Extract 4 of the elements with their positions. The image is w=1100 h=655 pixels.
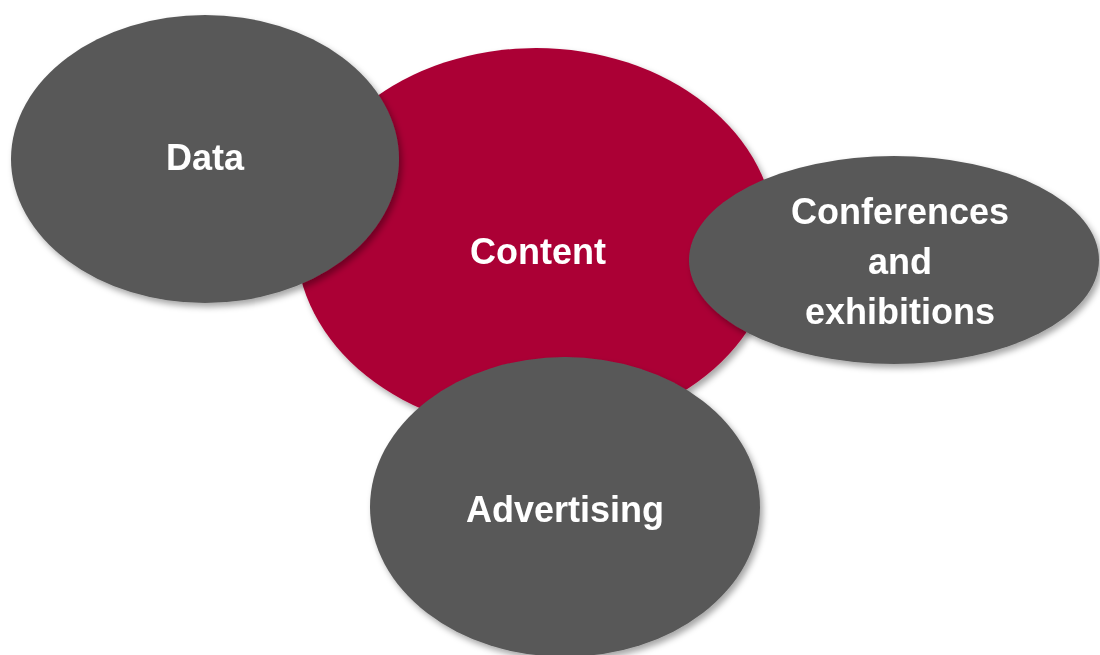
ellipse-label: Content (469, 230, 607, 274)
ellipse-label: Advertising (464, 488, 665, 532)
ellipse-label: Data (165, 136, 246, 180)
ellipse-label: Conferences and exhibitions (789, 190, 1011, 334)
